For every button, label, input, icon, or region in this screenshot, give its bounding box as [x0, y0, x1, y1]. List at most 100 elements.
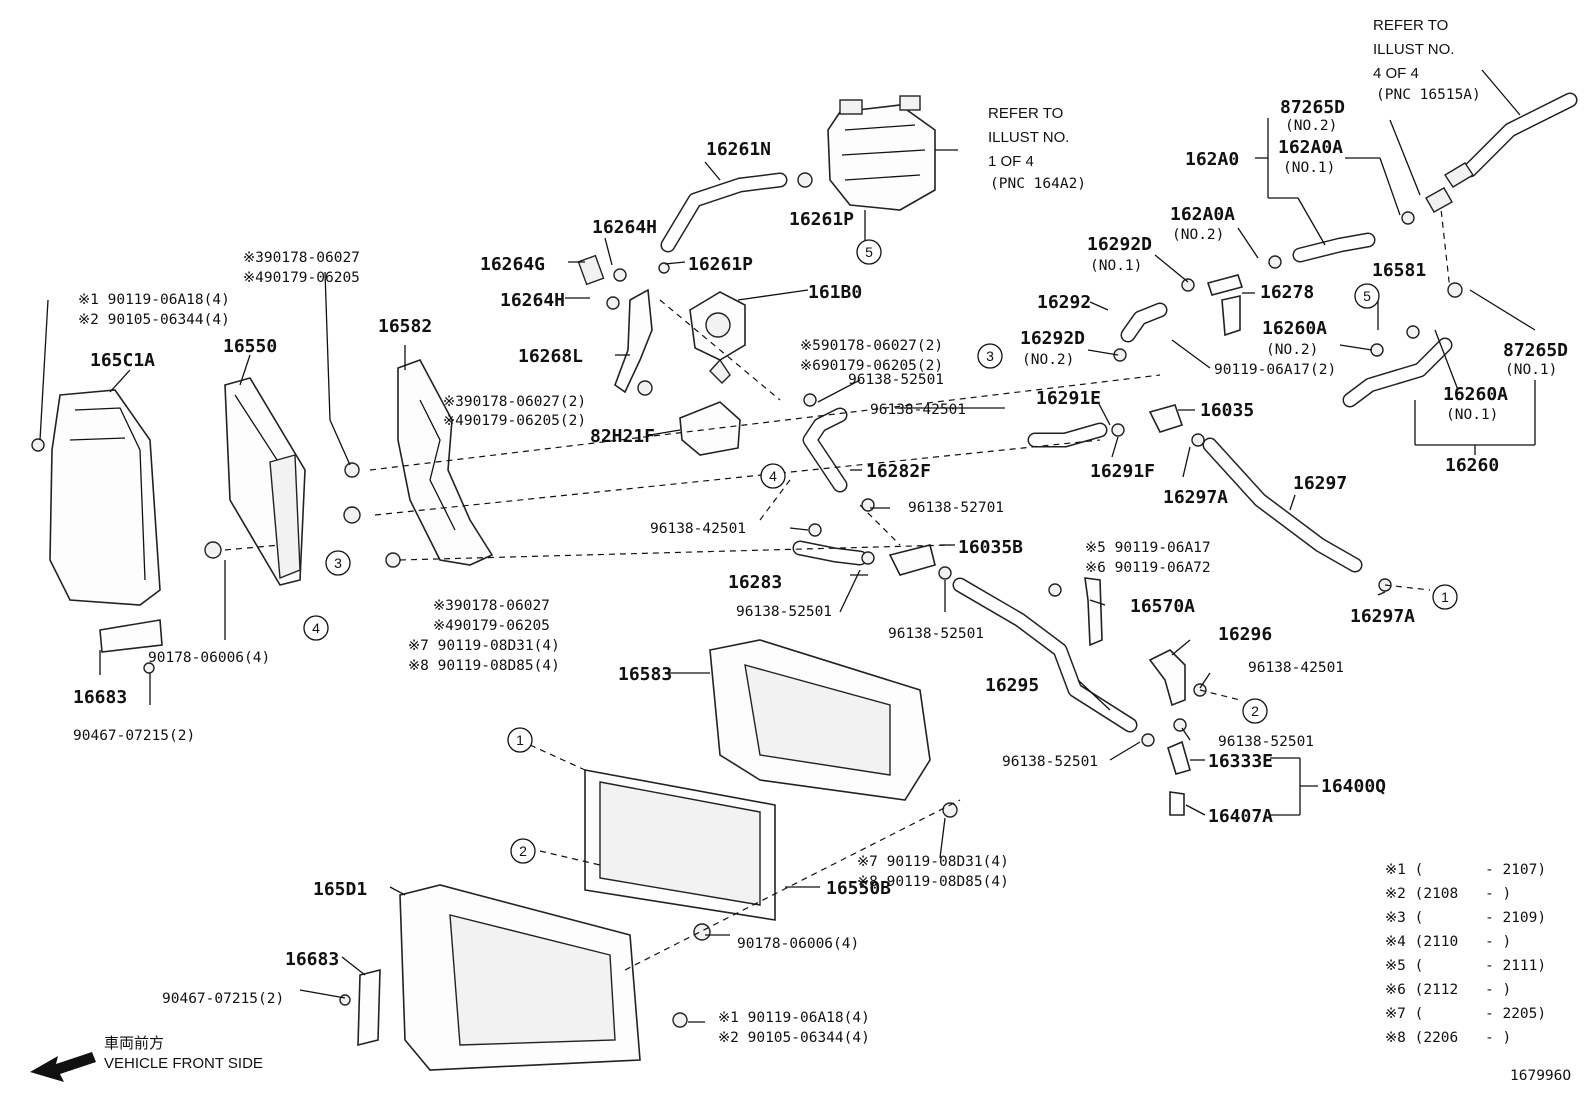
svg-text:※4 (2110: ※4 (2110 — [1385, 934, 1458, 950]
label-16333E: 16333E — [1208, 751, 1273, 772]
svg-text:※390178-06027: ※390178-06027 — [433, 598, 550, 614]
hose-16261N — [660, 172, 813, 253]
bracket-16268L — [577, 254, 670, 396]
label-16035B: 16035B — [958, 537, 1023, 558]
hose-16291E — [1027, 404, 1184, 448]
svg-text:- 2107): - 2107) — [1485, 862, 1546, 878]
label-16296: 16296 — [1218, 624, 1272, 645]
svg-text:※590178-06027(2): ※590178-06027(2) — [800, 338, 943, 354]
hose-16260 — [1342, 282, 1536, 455]
svg-text:- 2205): - 2205) — [1485, 1006, 1546, 1022]
svg-text:※3 (: ※3 ( — [1385, 910, 1423, 926]
label-16291F: 16291F — [1090, 461, 1155, 482]
radiator-16550B — [584, 769, 776, 941]
label-16264H: 16264H — [592, 217, 657, 238]
circle-4-left: 4 — [303, 615, 329, 641]
svg-text:- ): - ) — [1485, 934, 1511, 950]
svg-text:(NO.2): (NO.2) — [1266, 342, 1318, 358]
svg-text:※490179-06205(2): ※490179-06205(2) — [443, 413, 586, 429]
refer-note-reservoir: REFER TO ILLUST NO. 1 OF 4 (PNC 164A2) — [988, 105, 1086, 192]
svg-text:5: 5 — [1363, 288, 1371, 304]
label-16292D-a: 16292D — [1087, 234, 1152, 255]
svg-text:※6 90119-06A72: ※6 90119-06A72 — [1085, 560, 1211, 576]
label-16407A: 16407A — [1208, 806, 1273, 827]
svg-text:※2 (2108: ※2 (2108 — [1385, 886, 1458, 902]
svg-text:1: 1 — [1441, 589, 1449, 605]
svg-text:1 OF 4: 1 OF 4 — [988, 153, 1034, 170]
label-90119-06A17: 90119-06A17(2) — [1214, 362, 1336, 378]
svg-text:(NO.1): (NO.1) — [1283, 160, 1335, 176]
label-82H21F: 82H21F — [590, 426, 655, 447]
leader-lines — [39, 118, 1536, 1023]
legend: ※1 (- 2107) ※2 (2108- ) ※3 (- 2109) ※4 (… — [1385, 862, 1546, 1046]
label-165C1A: 165C1A — [90, 350, 155, 371]
svg-text:車両前方: 車両前方 — [104, 1035, 164, 1052]
svg-text:- ): - ) — [1485, 1030, 1511, 1046]
label-16583: 16583 — [618, 664, 672, 685]
label-162A0A-b: 162A0A — [1170, 204, 1235, 225]
label-16400Q: 16400Q — [1321, 776, 1386, 797]
refer-note-top-right: REFER TO ILLUST NO. 4 OF 4 (PNC 16515A) — [1373, 17, 1481, 103]
svg-text:※690179-06205(2): ※690179-06205(2) — [800, 358, 943, 374]
svg-text:※1 90119-06A18(4): ※1 90119-06A18(4) — [718, 1010, 870, 1026]
svg-text:※390178-06027: ※390178-06027 — [243, 250, 360, 266]
svg-text:※2 90105-06344(4): ※2 90105-06344(4) — [78, 312, 230, 328]
svg-text:ILLUST NO.: ILLUST NO. — [1373, 41, 1454, 58]
label-16278: 16278 — [1260, 282, 1314, 303]
shroud-165D1 — [339, 884, 688, 1071]
svg-text:- ): - ) — [1485, 982, 1511, 998]
svg-text:4: 4 — [312, 620, 320, 636]
svg-text:※7 90119-08D31(4): ※7 90119-08D31(4) — [857, 854, 1009, 870]
label-96138-42501-b: 96138-42501 — [650, 521, 746, 537]
label-16550: 16550 — [223, 336, 277, 357]
part-labels: 16261N 16261P 16264H 16264G 16261P 16264… — [73, 97, 1571, 1084]
label-96138-42501-a: 96138-42501 — [870, 402, 966, 418]
circle-1-right: 1 — [1432, 584, 1458, 610]
svg-text:- 2109): - 2109) — [1485, 910, 1546, 926]
circle-5-right: 5 — [1354, 283, 1380, 309]
label-96138-52701: 96138-52701 — [908, 500, 1004, 516]
label-16283: 16283 — [728, 572, 782, 593]
svg-text:(NO.1): (NO.1) — [1446, 407, 1498, 423]
label-16035: 16035 — [1200, 400, 1254, 421]
hose-16297 — [1191, 433, 1392, 592]
svg-text:1: 1 — [516, 732, 524, 748]
svg-text:※390178-06027(2): ※390178-06027(2) — [443, 394, 586, 410]
svg-text:4: 4 — [769, 468, 777, 484]
svg-text:3: 3 — [986, 348, 994, 364]
label-16291E: 16291E — [1036, 388, 1101, 409]
svg-text:- 2111): - 2111) — [1485, 958, 1546, 974]
svg-text:5: 5 — [865, 244, 873, 260]
circle-1-radiator: 1 — [507, 727, 533, 753]
circle-4-center: 4 — [760, 463, 786, 489]
label-16282F: 16282F — [866, 461, 931, 482]
label-16264H-b: 16264H — [500, 290, 565, 311]
svg-text:4 OF 4: 4 OF 4 — [1373, 65, 1419, 82]
bracket-16683-top — [99, 619, 163, 674]
label-16292: 16292 — [1037, 292, 1091, 313]
label-16261N: 16261N — [706, 139, 771, 160]
coolant-reservoir — [827, 95, 958, 240]
label-16581: 16581 — [1372, 260, 1426, 281]
drain-cock-16400Q — [1167, 740, 1318, 816]
label-96138-52501-a: 96138-52501 — [848, 372, 944, 388]
support-16583 — [709, 639, 958, 818]
svg-text:REFER TO: REFER TO — [1373, 17, 1448, 34]
label-16292D-b: 16292D — [1020, 328, 1085, 349]
circle-2-radiator: 2 — [510, 838, 536, 864]
circle-5-reservoir: 5 — [856, 239, 882, 265]
svg-text:※490179-06205: ※490179-06205 — [433, 618, 550, 634]
label-162A0: 162A0 — [1185, 149, 1239, 170]
label-90467-b: 90467-07215(2) — [162, 991, 284, 1007]
svg-text:REFER TO: REFER TO — [988, 105, 1063, 122]
label-16683-b: 16683 — [285, 949, 339, 970]
svg-text:(PNC 16515A): (PNC 16515A) — [1376, 87, 1481, 103]
support-16582 — [343, 359, 494, 568]
fitting-16035B — [888, 544, 952, 580]
svg-text:※2 90105-06344(4): ※2 90105-06344(4) — [718, 1030, 870, 1046]
label-161B0: 161B0 — [808, 282, 862, 303]
svg-text:※1 90119-06A18(4): ※1 90119-06A18(4) — [78, 292, 230, 308]
hose-16295 — [952, 577, 1155, 747]
svg-text:※6 (2112: ※6 (2112 — [1385, 982, 1458, 998]
